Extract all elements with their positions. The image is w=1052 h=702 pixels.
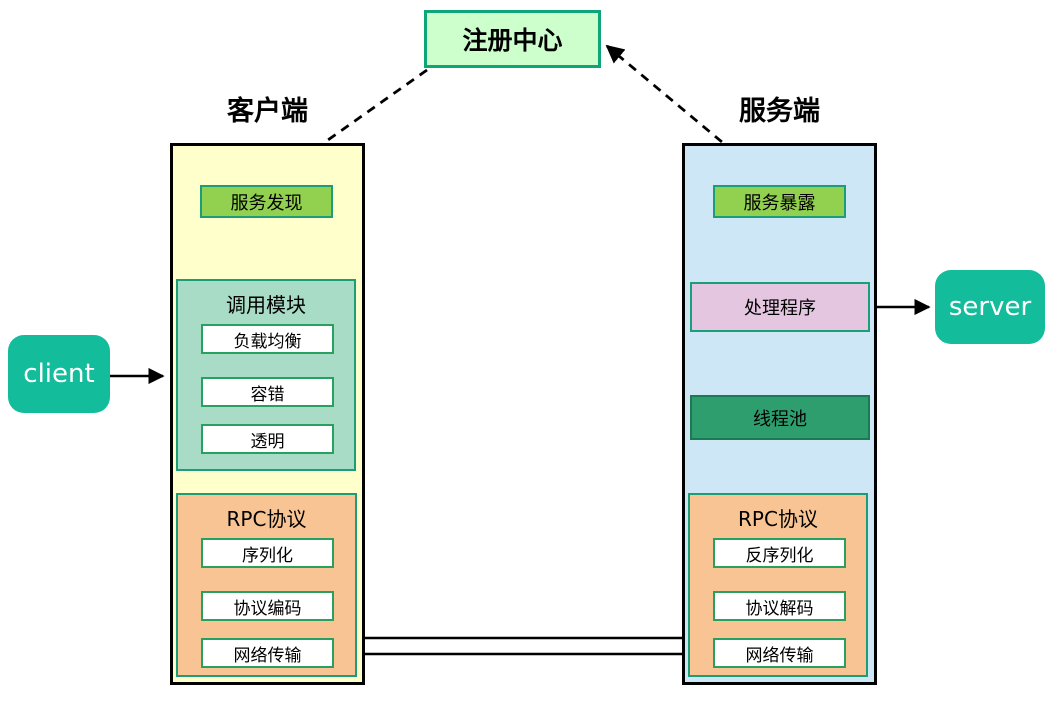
fault-tolerance-box: 容错 [201, 377, 334, 407]
rpc-protocol-box-client: RPC协议 序列化 协议编码 网络传输 [176, 493, 357, 677]
deserialization-box: 反序列化 [713, 538, 846, 568]
network-transport-box-client: 网络传输 [201, 638, 334, 668]
thread-pool-box: 线程池 [690, 395, 870, 440]
protocol-encode-box: 协议编码 [201, 591, 334, 621]
protocol-decode-box: 协议解码 [713, 591, 846, 621]
load-balancing-box: 负载均衡 [201, 324, 334, 354]
client-node: client [8, 335, 110, 413]
network-transport-box-server: 网络传输 [713, 638, 846, 668]
service-discovery-box: 服务发现 [200, 185, 333, 218]
invoke-module-title: 调用模块 [226, 293, 306, 317]
server-node: server [935, 270, 1045, 344]
registry-center-label: 注册中心 [462, 26, 563, 55]
invoke-module-box: 调用模块 负载均衡 容错 透明 [176, 279, 356, 471]
service-exposure-box: 服务暴露 [713, 185, 846, 218]
serialization-box: 序列化 [201, 538, 334, 568]
client-column-header-label: 客户端 [227, 95, 308, 127]
handler-label: 处理程序 [744, 298, 816, 319]
server-node-label: server [948, 292, 1032, 322]
service-exposure-label: 服务暴露 [743, 192, 816, 214]
client-node-label: client [23, 359, 95, 389]
rpc-protocol-title-server: RPC协议 [738, 507, 818, 531]
rpc-protocol-title-client: RPC协议 [226, 507, 307, 531]
registry-center-box: 注册中心 [424, 10, 601, 68]
server-column-header-label: 服务端 [739, 95, 820, 127]
handler-box: 处理程序 [690, 282, 870, 332]
transparency-box: 透明 [201, 424, 334, 454]
client-column-header: 客户端 [170, 90, 365, 127]
server-column-header: 服务端 [682, 90, 877, 127]
thread-pool-label: 线程池 [753, 408, 807, 430]
service-discovery-label: 服务发现 [230, 192, 303, 214]
rpc-protocol-box-server: RPC协议 反序列化 协议解码 网络传输 [688, 493, 868, 677]
